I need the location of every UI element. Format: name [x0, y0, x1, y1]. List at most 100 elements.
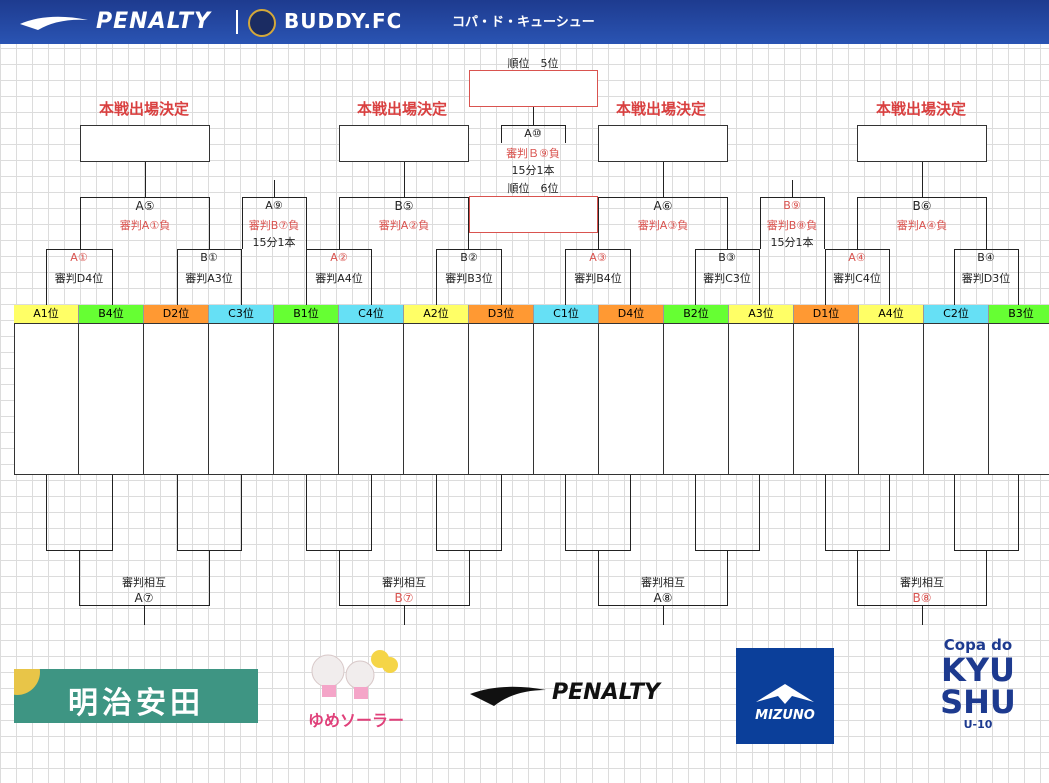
r1-game-1: A① [70, 251, 88, 264]
seed-5: B1位 [274, 305, 339, 323]
r1-game-3: A② [330, 251, 348, 264]
r1-ref-1: 審判D4位 [54, 272, 104, 285]
seed-11: B2位 [664, 305, 729, 323]
a5-ref: 審判A①負 [119, 219, 171, 232]
bottom-ref-3: 審判相互 [641, 576, 685, 589]
bottom-ref-1: 審判相互 [122, 576, 166, 589]
team-slot-3 [144, 323, 209, 475]
b9-time: 15分1本 [770, 236, 814, 249]
yume-solar-logo: ゆめソーラー [286, 645, 426, 735]
b5-ref: 審判A②負 [378, 219, 430, 232]
honsen-label-4: 本戦出場決定 [875, 100, 967, 118]
r1-ref-8: 審判D3位 [961, 272, 1011, 285]
r1-game-7: A④ [848, 251, 866, 264]
header-bar: PENALTY BUDDY.FC コパ・ド・キューシュー [0, 0, 1049, 44]
r1-ref-7: 審判C4位 [833, 272, 881, 285]
header-divider [236, 10, 238, 34]
team-slot-1 [14, 323, 79, 475]
seed-10: D4位 [599, 305, 664, 323]
bottom-ref-2: 審判相互 [382, 576, 426, 589]
a9-time: 15分1本 [252, 236, 296, 249]
r1-ref-4: 審判B3位 [445, 272, 493, 285]
rank6-label: 順位 6位 [507, 182, 559, 195]
seed-4: C3位 [209, 305, 274, 323]
team-slot-13 [794, 323, 859, 475]
a9-ref: 審判B⑦負 [248, 219, 300, 232]
penalty-sponsor-logo: PENALTY [468, 676, 678, 712]
a6-ref: 審判A③負 [637, 219, 689, 232]
r1-game-8: B④ [977, 251, 995, 264]
winner-box-1 [80, 125, 210, 162]
a10-ref: 審判Ｂ⑨負 [506, 147, 560, 160]
seed-9: C1位 [534, 305, 599, 323]
team-slot-10 [599, 323, 664, 475]
a9-game: A⑨ [265, 199, 283, 212]
rank5-label: 順位 5位 [507, 57, 559, 70]
team-slot-4 [209, 323, 274, 475]
seed-1: A1位 [14, 305, 79, 323]
meiji-yasuda-logo: 明治安田 [14, 669, 258, 723]
bottom-game-4: B⑧ [912, 591, 932, 605]
penalty-logo: PENALTY [96, 9, 211, 34]
a10-game: A⑩ [524, 127, 542, 140]
team-slot-2 [79, 323, 144, 475]
b9-game: B⑨ [783, 199, 801, 212]
mizuno-runbird-icon [756, 684, 814, 704]
team-slot-9 [534, 323, 599, 475]
seed-12: A3位 [729, 305, 794, 323]
bottom-game-2: B⑦ [394, 591, 414, 605]
honsen-label-3: 本戦出場決定 [615, 100, 707, 118]
penalty-swoosh-icon [20, 16, 88, 30]
copa-do-kyushu-logo: Copa do KYU SHU U-10 [940, 636, 1016, 731]
seed-7: A2位 [404, 305, 469, 323]
winner-box-2 [339, 125, 469, 162]
team-slot-5 [274, 323, 339, 475]
team-slot-7 [404, 323, 469, 475]
r1-ref-6: 審判C3位 [703, 272, 751, 285]
team-slot-8 [469, 323, 534, 475]
seed-14: A4位 [859, 305, 924, 323]
page-title: コパ・ド・キューシュー [452, 15, 595, 30]
bottom-game-3: A⑧ [653, 591, 673, 605]
a6-game: A⑥ [653, 199, 673, 213]
r1-ref-2: 審判A3位 [185, 272, 233, 285]
honsen-label-1: 本戦出場決定 [98, 100, 190, 118]
team-slot-14 [859, 323, 924, 475]
team-slot-6 [339, 323, 404, 475]
buddy-fc-logo: BUDDY.FC [284, 9, 403, 33]
team-slot-11 [664, 323, 729, 475]
seed-8: D3位 [469, 305, 534, 323]
a5-game: A⑤ [135, 199, 155, 213]
team-slot-15 [924, 323, 989, 475]
seed-6: C4位 [339, 305, 404, 323]
winner-box-3 [598, 125, 728, 162]
bottom-game-1: A⑦ [134, 591, 154, 605]
seed-2: B4位 [79, 305, 144, 323]
rank6-box [469, 196, 598, 233]
penalty-swoosh-icon [470, 686, 546, 706]
r1-ref-3: 審判A4位 [315, 272, 363, 285]
b6-game: B⑥ [912, 199, 932, 213]
seed-13: D1位 [794, 305, 859, 323]
rank5-box [469, 70, 598, 107]
seed-3: D2位 [144, 305, 209, 323]
b6-ref: 審判A④負 [896, 219, 948, 232]
honsen-label-2: 本戦出場決定 [356, 100, 448, 118]
club-crest-icon [248, 9, 276, 37]
seed-16: B3位 [989, 305, 1049, 323]
r1-ref-5: 審判B4位 [574, 272, 622, 285]
mizuno-logo: MIZUNO [736, 648, 834, 744]
a10-time: 15分1本 [511, 164, 555, 177]
b9-ref: 審判B⑧負 [766, 219, 818, 232]
bottom-ref-4: 審判相互 [900, 576, 944, 589]
team-slot-16 [989, 323, 1049, 475]
team-slot-12 [729, 323, 794, 475]
r1-game-2: B① [200, 251, 218, 264]
seed-15: C2位 [924, 305, 989, 323]
winner-box-4 [857, 125, 987, 162]
r1-game-5: A③ [589, 251, 607, 264]
b5-game: B⑤ [394, 199, 414, 213]
r1-game-6: B③ [718, 251, 736, 264]
mascot-icon [311, 650, 398, 699]
r1-game-4: B② [460, 251, 478, 264]
